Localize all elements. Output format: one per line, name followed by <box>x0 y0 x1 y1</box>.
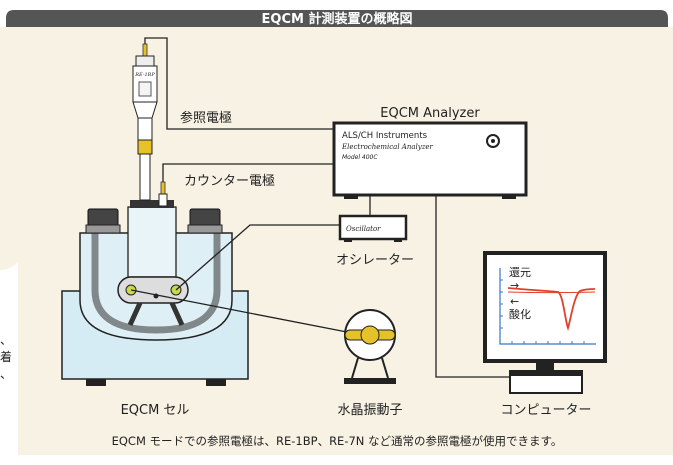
analyzer: ALS/CH Instruments Electrochemical Analy… <box>332 121 528 199</box>
analyzer-title: EQCM Analyzer <box>380 106 480 121</box>
cell-screw-left <box>87 208 119 228</box>
crystal-base <box>344 378 396 384</box>
oxidation-label: 酸化 <box>509 307 531 321</box>
computer: 還元 → ← 酸化 <box>483 251 607 394</box>
diagram-title: EQCM 計測装置の概略図 <box>262 11 413 27</box>
oscillator-foot-right <box>394 239 402 242</box>
cv-curve <box>507 287 596 331</box>
wire-reference <box>144 37 340 130</box>
wires <box>130 37 510 378</box>
analyzer-foot-left <box>344 195 358 199</box>
crystal-center <box>360 325 380 345</box>
counter-body <box>158 193 168 207</box>
eqcm-cell <box>61 200 249 386</box>
side-char-1: 、 <box>0 333 12 347</box>
oscillator-label: オシレーター <box>336 253 414 268</box>
analyzer-brand: ALS/CH Instruments <box>342 131 428 141</box>
crystal-leads <box>351 357 389 379</box>
monitor-screen <box>490 258 600 356</box>
side-char-3: 、 <box>0 367 12 381</box>
electrode-neck <box>137 117 153 141</box>
quartz-crystal <box>344 309 396 384</box>
analyzer-knob-center <box>491 139 495 143</box>
reference-electrode: RE-1BP <box>132 43 158 201</box>
analyzer-model: Model 400C <box>342 154 378 161</box>
wire-holder-crystal <box>130 289 353 334</box>
left-white-area <box>0 262 18 465</box>
side-char-2: 着 <box>0 349 12 364</box>
computer-label: コンピューター <box>500 403 591 418</box>
counter-pin <box>160 181 166 195</box>
counter-electrode-label: カウンター電極 <box>184 173 275 189</box>
wire-counter <box>162 163 340 182</box>
cell-central-column <box>127 206 177 278</box>
cell-base-foot-right <box>206 379 226 386</box>
oscillator-body <box>338 214 408 241</box>
cell-base-foot-left <box>86 379 106 386</box>
wire-holder-oscillator <box>175 224 340 291</box>
electrode-gold-band <box>137 139 153 155</box>
wire-analyzer-computer <box>435 196 510 378</box>
cell-support-left <box>127 301 143 327</box>
reduction-arrow: → <box>510 279 519 292</box>
electrode-pin <box>142 43 148 57</box>
oscillator-device-label: Oscillator <box>346 225 381 233</box>
electrode-inner <box>138 81 152 97</box>
cell-central-collar <box>130 200 174 208</box>
screen-ticks <box>500 279 585 344</box>
cv-curve-baseline <box>507 291 596 294</box>
cell-screw-left-cap <box>85 224 121 234</box>
reduction-label: 還元 <box>509 266 531 279</box>
oscillator-foot-left <box>344 239 352 242</box>
computer-base-stripe <box>510 371 582 376</box>
cell-screw-right-cap <box>187 224 223 234</box>
title-bar <box>6 10 668 27</box>
electrode-top-cap <box>135 55 155 67</box>
caption: EQCM モードでの参照電極は、RE-1BP、RE-7N など通常の参照電極が使… <box>112 434 563 448</box>
electrode-shaft <box>139 153 151 201</box>
electrode-tag: RE-1BP <box>134 72 155 78</box>
oscillator: Oscillator <box>338 214 408 242</box>
analyzer-foot-right <box>502 195 516 199</box>
cell-label: EQCM セル <box>121 403 190 418</box>
crystal-holder <box>117 276 189 304</box>
cell-support-right <box>169 301 185 327</box>
oxidation-arrow: ← <box>510 295 519 308</box>
analyzer-sub: Electrochemical Analyzer <box>341 143 434 151</box>
screen-axes <box>499 268 596 345</box>
reference-electrode-label: 参照電極 <box>180 110 232 126</box>
counter-electrode <box>158 181 168 207</box>
cell-screw-right <box>189 208 221 228</box>
crystal-label: 水晶振動子 <box>337 403 402 418</box>
monitor-neck <box>536 361 554 371</box>
